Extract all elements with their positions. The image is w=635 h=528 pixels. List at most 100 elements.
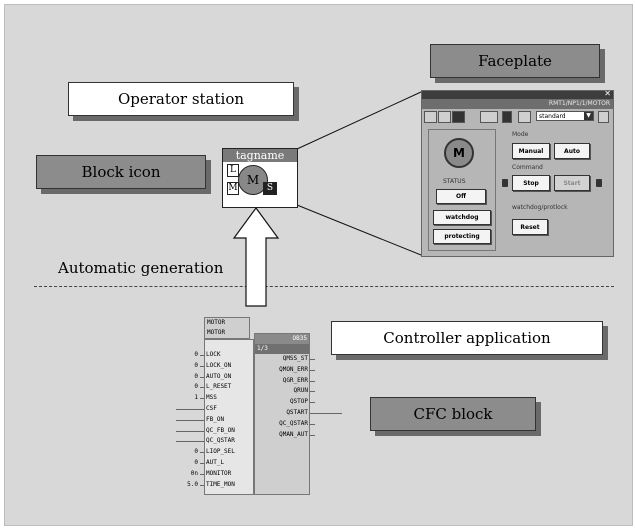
cfc-input-pin[interactable]: FB_ON xyxy=(206,415,225,423)
cfc-output-connector xyxy=(310,434,315,436)
block-icon-s-indicator: S xyxy=(263,182,277,195)
cfc-input-value: 0n xyxy=(190,469,198,477)
tool-button-7[interactable] xyxy=(598,111,609,123)
cfc-input-pin[interactable]: MONITOR xyxy=(206,469,232,477)
cfc-input-pin[interactable]: LOCK xyxy=(206,351,221,358)
cfc-input-value: 0 xyxy=(194,383,198,391)
faceplate-window: ✕ RMT1/NP1/1/MOTOR standard▼ M STATUS Of… xyxy=(421,89,614,257)
cfc-input-pin[interactable]: LOCK_ON xyxy=(206,361,232,369)
mode-label: Mode xyxy=(512,131,529,138)
cfc-input-pin[interactable]: TIME_MON xyxy=(206,480,235,488)
tool-button-2[interactable] xyxy=(438,111,451,123)
cfc-output-connector xyxy=(310,391,315,393)
faceplate-toolbar: standard▼ xyxy=(424,111,610,123)
cfc-input-pin[interactable]: CSF xyxy=(206,405,217,412)
cfc-input-pin[interactable]: AUT_L xyxy=(206,459,225,466)
status-section: M STATUS Off watchdog protecting xyxy=(428,129,496,251)
block-icon-label-text: Block icon xyxy=(81,163,161,181)
faceplate-tag-path: RMT1/NP1/1/MOTOR xyxy=(422,99,613,109)
stop-button[interactable]: Stop xyxy=(512,175,550,191)
level-divider-line xyxy=(34,286,614,287)
faceplate-label: Faceplate xyxy=(430,44,600,78)
cfc-input-connector xyxy=(200,387,204,389)
cfc-input-value: 0 xyxy=(194,448,198,456)
faceplate-titlebar: ✕ xyxy=(422,89,613,99)
cfc-input-connector xyxy=(200,376,204,378)
cfc-input-pin[interactable]: MSS xyxy=(206,394,217,402)
cfc-output-connector xyxy=(310,402,315,404)
control-section: Mode Manual Auto Command Stop Start watc… xyxy=(500,129,608,249)
cfc-input-value: 0 xyxy=(194,372,198,380)
cfc-input-pin[interactable]: L_RESET xyxy=(206,383,232,391)
cfc-output-pin[interactable]: QSTART xyxy=(286,409,308,416)
automatic-generation-label: Automatic generation xyxy=(58,259,224,277)
motor-status-icon: M xyxy=(444,138,474,168)
up-arrow-icon xyxy=(232,206,280,307)
cfc-input-connector xyxy=(200,484,204,486)
view-select[interactable]: standard▼ xyxy=(536,111,594,121)
block-icon-m-indicator: M xyxy=(227,182,239,195)
cfc-input-pin[interactable]: QC_QSTAR xyxy=(206,437,235,445)
cfc-output-pin[interactable]: QMAN_AUT xyxy=(279,430,308,438)
close-icon[interactable]: ✕ xyxy=(604,89,611,98)
block-icon[interactable]: tagname L M M S xyxy=(222,148,298,208)
block-icon-tagname: tagname xyxy=(223,149,297,162)
cfc-input-connector xyxy=(200,452,204,454)
cfc-output-pin[interactable]: QSTOP xyxy=(289,398,308,406)
cfc-output-connector xyxy=(310,423,315,425)
cfc-input-connector xyxy=(200,473,204,475)
cfc-input-pin[interactable]: AUTO_ON xyxy=(206,372,232,380)
manual-button[interactable]: Manual xyxy=(512,143,550,159)
block-icon-label: Block icon xyxy=(36,155,206,189)
protecting-button[interactable]: protecting xyxy=(433,229,491,244)
cfc-input-pin[interactable]: LIOP_SEL xyxy=(206,448,235,456)
cfc-output-connector xyxy=(310,369,315,371)
cfc-input-connector xyxy=(176,441,204,443)
cfc-input-value: 0 xyxy=(194,361,198,369)
cfc-input-value: 0 xyxy=(194,351,198,358)
auto-button[interactable]: Auto xyxy=(554,143,590,159)
lock-icon xyxy=(596,179,602,187)
cfc-block-label: CFC block xyxy=(370,397,536,431)
cfc-run-order: 1/3 xyxy=(255,344,309,354)
cfc-input-connector xyxy=(200,398,204,400)
tool-button-4[interactable] xyxy=(480,111,498,123)
cfc-output-pin[interactable]: QGR_ERR xyxy=(282,376,308,384)
cfc-block-name: MOTOR xyxy=(207,329,226,336)
cfc-input-connector xyxy=(200,463,204,464)
operator-station-label-text: Operator station xyxy=(117,90,245,108)
cfc-block-label-text: CFC block xyxy=(413,405,493,423)
controller-application-label-text: Controller application xyxy=(383,329,551,347)
view-select-value: standard xyxy=(539,113,566,120)
tool-button-6[interactable] xyxy=(518,111,531,123)
tool-button-3[interactable] xyxy=(452,111,465,123)
cfc-block-type: MOTOR xyxy=(207,319,226,326)
cfc-input-value: 0 xyxy=(194,459,198,466)
cfc-input-pin[interactable]: QC_FB_ON xyxy=(206,426,235,434)
interlock-label: watchdog/protlock xyxy=(512,204,568,211)
cfc-output-pin[interactable]: QRUN xyxy=(293,387,308,395)
reset-button[interactable]: Reset xyxy=(512,219,548,235)
cfc-output-pin[interactable]: QMON_ERR xyxy=(279,365,308,373)
cfc-output-pin[interactable]: QC_QSTAR xyxy=(279,419,308,427)
operator-station-label: Operator station xyxy=(68,82,294,116)
start-button[interactable]: Start xyxy=(554,175,590,191)
status-off-button[interactable]: Off xyxy=(436,189,486,204)
cfc-input-value: 1 xyxy=(194,394,198,402)
cfc-ob-label: OB35 xyxy=(292,335,307,342)
cfc-input-connector xyxy=(176,430,204,432)
tool-button-1[interactable] xyxy=(424,111,437,123)
faceplate-label-text: Faceplate xyxy=(478,52,552,70)
command-label: Command xyxy=(512,164,543,171)
cfc-output-pin[interactable]: QMSS_ST xyxy=(282,355,308,362)
cfc-input-column xyxy=(204,339,254,495)
cfc-input-connector xyxy=(200,365,204,367)
watchdog-button[interactable]: watchdog xyxy=(433,210,491,225)
cfc-output-connector xyxy=(310,380,315,382)
cfc-output-connector xyxy=(310,413,342,414)
print-icon[interactable] xyxy=(502,111,512,123)
lock-icon xyxy=(502,179,508,187)
